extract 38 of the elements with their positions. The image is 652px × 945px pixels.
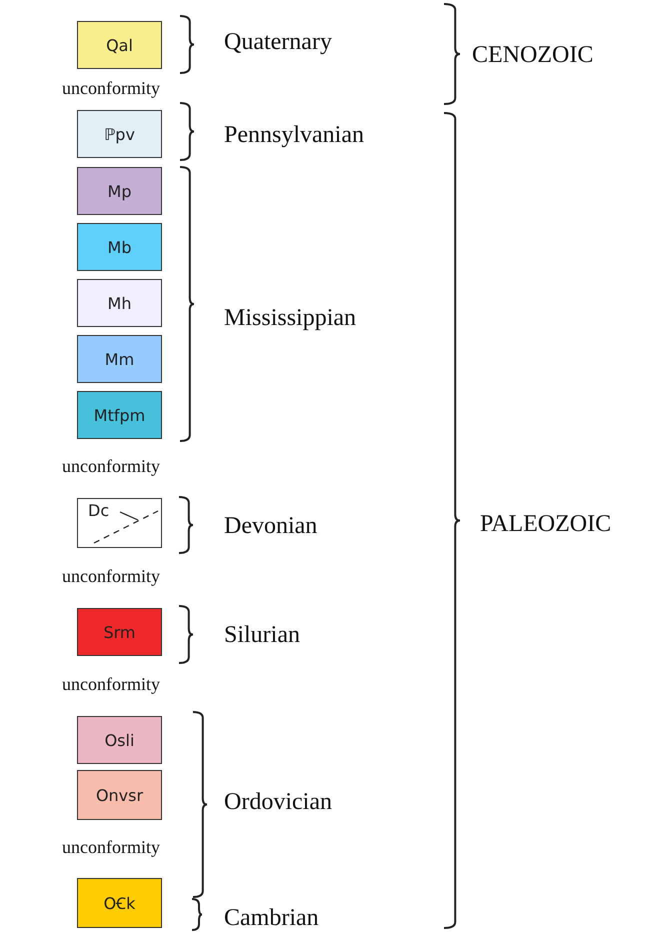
age-label: Ordovician: [224, 790, 332, 814]
map-unit-box: [77, 770, 162, 820]
unconformity-label: unconformity: [62, 79, 160, 97]
map-unit-box: [77, 167, 162, 215]
map-unit-box: [77, 335, 162, 383]
unit-code: Srm: [103, 622, 136, 642]
unit-code: Qal: [106, 36, 133, 54]
age-label: Quaternary: [224, 30, 332, 54]
age-label: Pennsylvanian: [224, 123, 364, 147]
age-label: Cambrian: [224, 906, 319, 930]
age-label: Devonian: [224, 514, 318, 538]
unconformity-label: unconformity: [62, 838, 160, 856]
unit-code: Osli: [104, 730, 134, 750]
age-label: Silurian: [224, 623, 300, 647]
unit-code: Mh: [108, 294, 132, 312]
map-unit-box: [77, 110, 162, 158]
age-label: Mississippian: [224, 306, 356, 330]
unit-code: Mp: [108, 182, 132, 200]
map-unit-box: [77, 223, 162, 271]
map-unit-box: [77, 498, 162, 548]
map-unit-box: [77, 279, 162, 327]
map-unit-box: [77, 878, 162, 928]
unit-code: Onvsr: [96, 786, 144, 804]
unconformity-label: unconformity: [62, 567, 160, 585]
unconformity-label: unconformity: [62, 457, 160, 475]
map-unit-box: [77, 608, 162, 656]
age-label: PALEOZOIC: [480, 512, 612, 536]
map-unit-box: [77, 391, 162, 439]
unit-code: ℙpv: [104, 124, 135, 144]
map-unit-box: [77, 21, 162, 69]
map-unit-box: [77, 716, 162, 764]
unit-code: Mm: [104, 350, 134, 368]
unit-code: OꞒk: [104, 893, 136, 914]
unit-code: Mtfpm: [94, 406, 146, 424]
unit-code: Mb: [108, 238, 132, 256]
age-label: CENOZOIC: [472, 43, 594, 67]
unit-code: Dc: [88, 501, 110, 520]
unconformity-label: unconformity: [62, 675, 160, 693]
